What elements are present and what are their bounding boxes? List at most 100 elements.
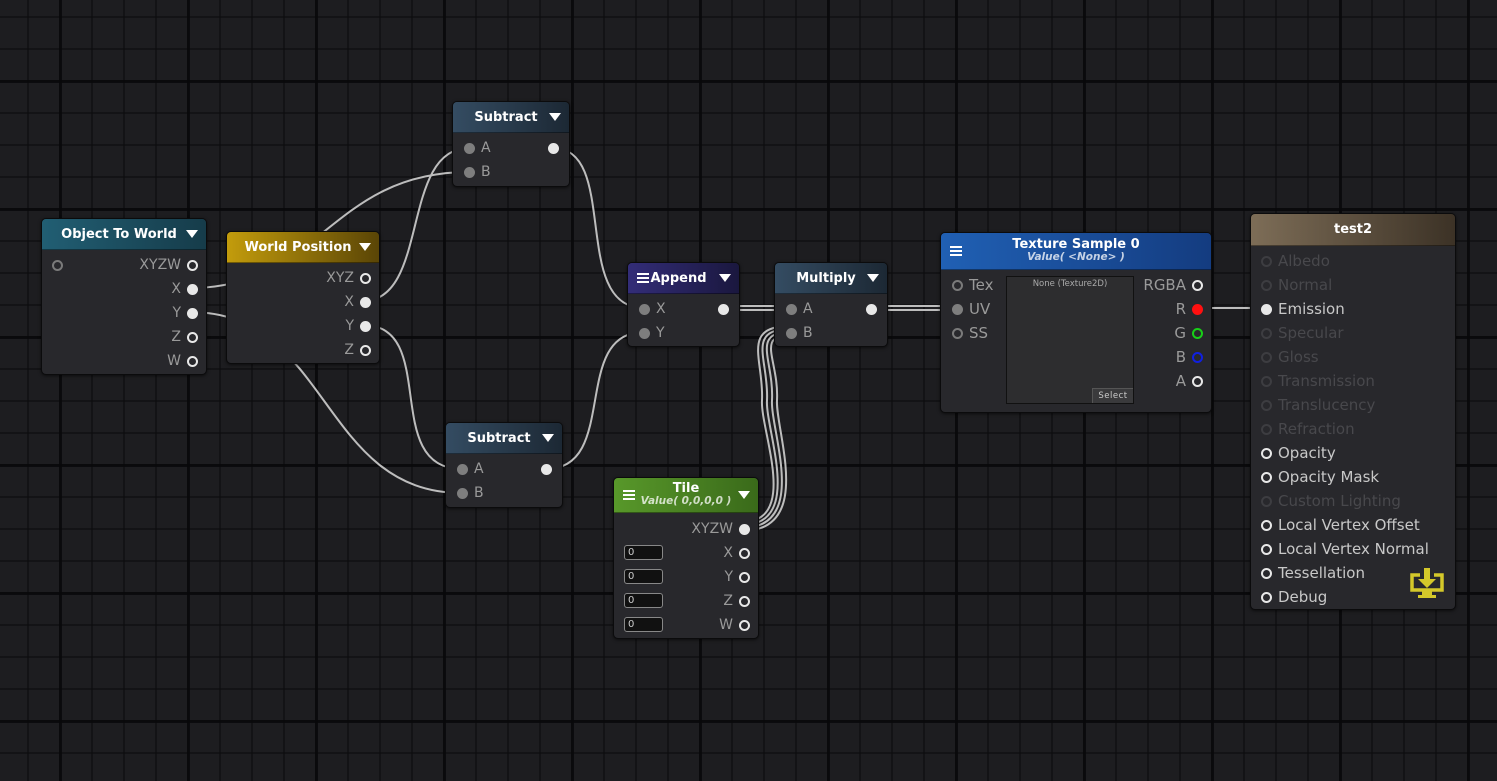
master-port-translucency[interactable]: Translucency <box>1261 394 1381 416</box>
node-header[interactable]: Subtract <box>446 423 562 454</box>
dropdown-arrow-icon[interactable] <box>359 243 371 251</box>
port-dot-icon[interactable] <box>739 547 750 559</box>
input-port-ss[interactable]: SS <box>952 324 994 342</box>
port-dot-icon[interactable] <box>1261 351 1272 363</box>
input-port[interactable] <box>52 256 63 274</box>
master-port-specular[interactable]: Specular <box>1261 322 1350 344</box>
port-dot-icon[interactable] <box>1261 519 1272 531</box>
port-dot-icon[interactable] <box>739 619 750 631</box>
input-port-a[interactable]: A <box>464 139 497 157</box>
output-port-r[interactable]: R <box>1170 300 1203 318</box>
texture-preview[interactable]: None (Texture2D) Select <box>1006 276 1134 404</box>
port-dot-icon[interactable] <box>1261 543 1272 555</box>
port-dot-icon[interactable] <box>1261 399 1272 411</box>
output-port[interactable] <box>866 300 877 318</box>
master-port-local-vertex-offset[interactable]: Local Vertex Offset <box>1261 514 1426 536</box>
dropdown-arrow-icon[interactable] <box>867 274 879 282</box>
port-dot-icon[interactable] <box>1261 303 1272 315</box>
port-dot-icon[interactable] <box>1261 567 1272 579</box>
port-dot-icon[interactable] <box>786 303 797 315</box>
output-port-g[interactable]: G <box>1168 324 1203 342</box>
node-header[interactable]: Append <box>628 263 739 294</box>
port-dot-icon[interactable] <box>739 595 750 607</box>
port-dot-icon[interactable] <box>786 327 797 339</box>
master-port-albedo[interactable]: Albedo <box>1261 250 1336 272</box>
master-port-gloss[interactable]: Gloss <box>1261 346 1325 368</box>
dropdown-arrow-icon[interactable] <box>738 491 750 499</box>
node-subtract-bottom[interactable]: Subtract A B <box>445 422 563 508</box>
output-port-a[interactable]: A <box>1170 372 1203 390</box>
port-dot-icon[interactable] <box>187 355 198 367</box>
port-dot-icon[interactable] <box>464 166 475 178</box>
master-port-tessellation[interactable]: Tessellation <box>1261 562 1371 584</box>
port-dot-icon[interactable] <box>1261 255 1272 267</box>
node-header[interactable]: Object To World <box>42 219 206 250</box>
port-dot-icon[interactable] <box>1192 279 1203 291</box>
port-dot-icon[interactable] <box>464 142 475 154</box>
hamburger-menu-icon[interactable] <box>950 246 962 256</box>
port-dot-icon[interactable] <box>187 307 198 319</box>
master-port-normal[interactable]: Normal <box>1261 274 1338 296</box>
port-dot-icon[interactable] <box>52 259 63 271</box>
node-subtract-top[interactable]: Subtract A B <box>452 101 570 187</box>
node-tile[interactable]: Tile Value( 0,0,0,0 ) XYZW X Y Z W 0 0 0… <box>613 477 759 639</box>
port-dot-icon[interactable] <box>360 296 371 308</box>
port-dot-icon[interactable] <box>1261 471 1272 483</box>
master-port-refraction[interactable]: Refraction <box>1261 418 1361 440</box>
output-port-z[interactable]: Z <box>338 341 371 359</box>
port-dot-icon[interactable] <box>360 320 371 332</box>
master-port-emission[interactable]: Emission <box>1261 298 1351 320</box>
output-port-xyzw[interactable]: XYZW <box>685 520 750 538</box>
output-port-xyzw[interactable]: XYZW <box>133 256 198 274</box>
output-port-rgba[interactable]: RGBA <box>1137 276 1203 294</box>
tile-x-input[interactable]: 0 <box>624 545 663 560</box>
output-port[interactable] <box>718 300 729 318</box>
port-dot-icon[interactable] <box>187 331 198 343</box>
output-port[interactable] <box>548 139 559 157</box>
port-dot-icon[interactable] <box>952 303 963 315</box>
output-port-b[interactable]: B <box>1170 348 1203 366</box>
port-dot-icon[interactable] <box>1261 495 1272 507</box>
master-port-local-vertex-normal[interactable]: Local Vertex Normal <box>1261 538 1435 560</box>
master-port-opacity-mask[interactable]: Opacity Mask <box>1261 466 1385 488</box>
port-dot-icon[interactable] <box>187 283 198 295</box>
download-to-screen-icon[interactable] <box>1409 567 1445 599</box>
hamburger-menu-icon[interactable] <box>637 273 649 283</box>
port-dot-icon[interactable] <box>1261 375 1272 387</box>
port-dot-icon[interactable] <box>866 303 877 315</box>
node-header[interactable]: World Position <box>227 232 379 263</box>
input-port-a[interactable]: A <box>786 300 819 318</box>
port-dot-icon[interactable] <box>1261 327 1272 339</box>
node-header[interactable]: Subtract <box>453 102 569 133</box>
input-port-b[interactable]: B <box>786 324 819 342</box>
port-dot-icon[interactable] <box>360 344 371 356</box>
output-port[interactable] <box>541 460 552 478</box>
node-multiply[interactable]: Multiply A B <box>774 262 888 347</box>
port-dot-icon[interactable] <box>1261 279 1272 291</box>
port-dot-blue-icon[interactable] <box>1192 351 1203 363</box>
master-port-transmission[interactable]: Transmission <box>1261 370 1381 392</box>
master-port-opacity[interactable]: Opacity <box>1261 442 1342 464</box>
tile-z-input[interactable]: 0 <box>624 593 663 608</box>
port-dot-icon[interactable] <box>1261 447 1272 459</box>
output-port-xyz[interactable]: XYZ <box>320 269 371 287</box>
port-dot-icon[interactable] <box>187 259 198 271</box>
master-port-custom-lighting[interactable]: Custom Lighting <box>1261 490 1407 512</box>
input-port-a[interactable]: A <box>457 460 490 478</box>
input-port-b[interactable]: B <box>464 163 497 181</box>
dropdown-arrow-icon[interactable] <box>549 113 561 121</box>
output-port-y[interactable]: Y <box>718 568 750 586</box>
node-world-position[interactable]: World Position XYZ X Y Z <box>226 231 380 364</box>
port-dot-icon[interactable] <box>739 571 750 583</box>
node-header[interactable]: Multiply <box>775 263 887 294</box>
port-dot-icon[interactable] <box>952 279 963 291</box>
tile-y-input[interactable]: 0 <box>624 569 663 584</box>
master-port-debug[interactable]: Debug <box>1261 586 1333 608</box>
port-dot-icon[interactable] <box>1261 591 1272 603</box>
output-port-z[interactable]: Z <box>165 328 198 346</box>
node-header[interactable]: Texture Sample 0 Value( <None> ) <box>941 233 1211 270</box>
port-dot-icon[interactable] <box>639 303 650 315</box>
port-dot-icon[interactable] <box>639 327 650 339</box>
port-dot-icon[interactable] <box>457 463 468 475</box>
hamburger-menu-icon[interactable] <box>623 490 635 500</box>
